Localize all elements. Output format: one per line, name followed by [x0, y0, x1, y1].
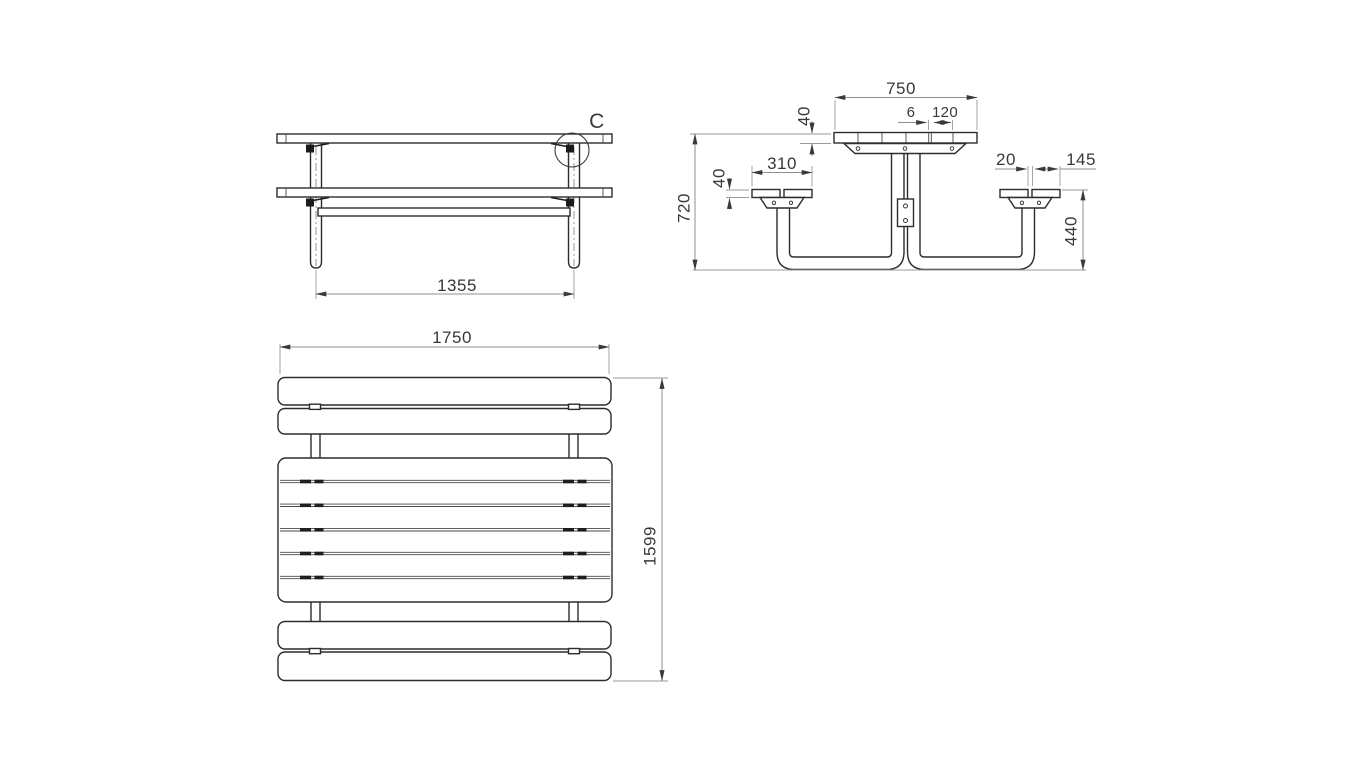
seat-bracket-hole [771, 200, 777, 205]
detail-label: C [589, 110, 605, 133]
end-elevation-view: 750 40 6 120 310 [675, 79, 1096, 271]
svg-text:40: 40 [795, 106, 814, 126]
front-bench-plank [276, 187, 613, 198]
front-elevation-view: C 1355 [276, 110, 613, 299]
dim-overall-height: 720 [675, 133, 831, 271]
dim-overall-width: 1599 [613, 377, 668, 682]
plan-bottom-bench-slat [277, 620, 612, 650]
seat-bracket-hole [1019, 200, 1025, 205]
dim-leg-spacing-value: 1355 [437, 276, 477, 295]
front-clamp-fittings [306, 142, 574, 207]
dim-top-slat-width: 120 [932, 104, 958, 126]
plan-bottom-bench-slat [277, 651, 612, 682]
end-tabletop-slat-joints [857, 133, 954, 143]
svg-text:310: 310 [767, 154, 797, 173]
end-tabletop [833, 131, 978, 144]
svg-text:720: 720 [675, 193, 694, 223]
dim-table-top-thickness: 40 [795, 106, 831, 156]
svg-text:145: 145 [1066, 150, 1096, 169]
plan-bench-gap-bracket [308, 403, 322, 411]
dim-seat-slat-gap: 20 [995, 150, 1061, 186]
dim-seat-width: 310 [751, 154, 813, 187]
bracket-bolt-hole [855, 146, 861, 151]
dim-seat-slat-width: 145 [1034, 150, 1096, 172]
dim-top-slat-gap: 6 [898, 104, 953, 130]
svg-text:40: 40 [710, 168, 729, 188]
plan-bench-gap-bracket [567, 403, 581, 411]
dim-table-top-width: 750 [834, 79, 978, 130]
plan-leg-bracket-marks [300, 479, 587, 580]
front-left-leg [309, 143, 323, 269]
svg-text:750: 750 [886, 79, 916, 98]
end-right-seat-bracket [1006, 196, 1054, 209]
bracket-bolt-hole [902, 146, 908, 151]
end-right-seat-slat [1031, 188, 1061, 199]
plan-top-bench-slat [277, 407, 612, 435]
svg-text:440: 440 [1062, 216, 1081, 246]
svg-text:6: 6 [907, 104, 916, 121]
end-left-seat-slat [783, 188, 813, 199]
plan-leg-tubes [310, 434, 579, 622]
dim-overall-length: 1750 [279, 328, 610, 374]
plan-bench-gap-bracket [567, 647, 581, 655]
svg-text:1599: 1599 [641, 526, 660, 566]
seat-bracket-hole [788, 200, 794, 205]
front-cross-rail [317, 207, 571, 217]
end-left-seat-bracket [758, 196, 806, 209]
dim-seat-thickness: 40 [710, 168, 749, 210]
plan-tabletop-slat-gaps [280, 479, 610, 580]
end-right-seat-slat [999, 188, 1029, 199]
detail-circle [554, 132, 590, 168]
dim-leg-spacing: 1355 [315, 270, 575, 299]
front-right-leg [567, 143, 581, 269]
end-left-seat-slat [751, 188, 781, 199]
plate-bolt-hole [903, 218, 908, 223]
end-leg-frame [776, 153, 1036, 271]
svg-text:120: 120 [932, 104, 958, 121]
end-centre-plate [896, 198, 915, 228]
plan-top-bench-slat [277, 376, 612, 406]
seat-bracket-hole [1036, 200, 1042, 205]
plate-bolt-hole [903, 203, 908, 209]
plan-tabletop [277, 457, 613, 603]
svg-text:1750: 1750 [432, 328, 472, 347]
svg-text:20: 20 [996, 150, 1016, 169]
front-tabletop-plank [276, 133, 613, 144]
plan-bench-gap-bracket [308, 647, 322, 655]
dim-seat-height: 440 [1062, 189, 1088, 271]
plan-view: 1750 1599 [277, 328, 668, 682]
bracket-bolt-hole [949, 146, 955, 151]
